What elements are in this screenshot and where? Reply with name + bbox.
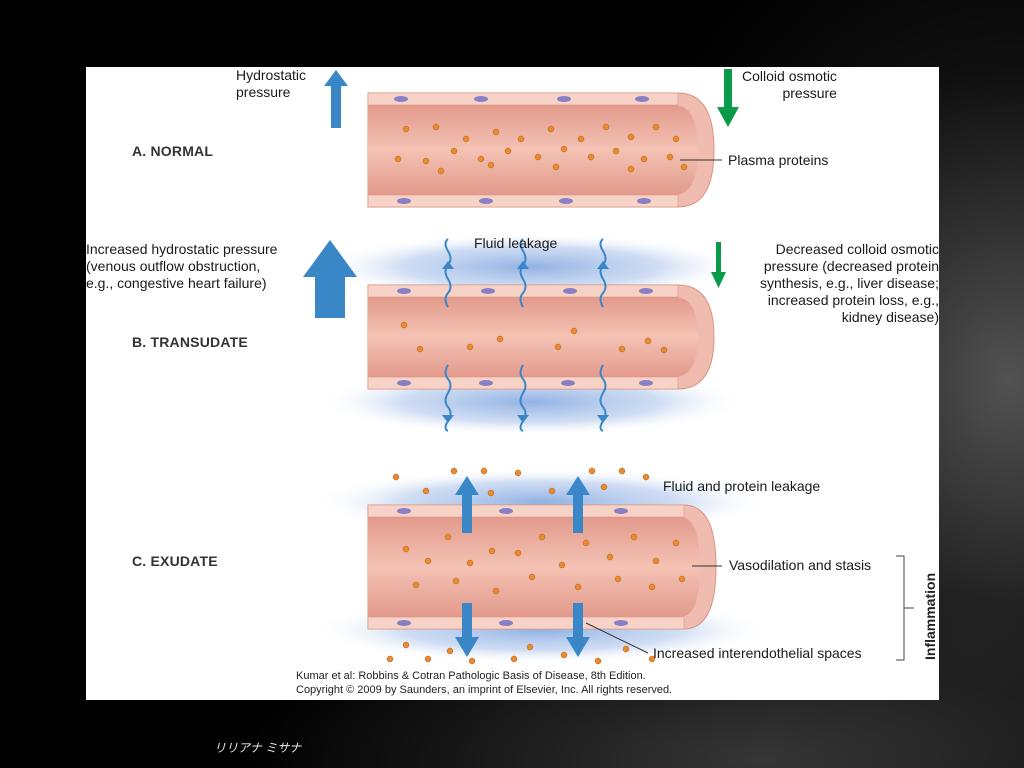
- vessel-transudate: [367, 284, 715, 390]
- hydrostatic-pressure-label: Hydrostatic pressure: [236, 67, 307, 100]
- plasma-protein-dots: [386, 123, 688, 665]
- fluid-protein-leakage-label: Fluid and protein leakage: [663, 478, 821, 494]
- decreased-colloid-arrow: [711, 242, 726, 288]
- increased-hydrostatic-arrow: [303, 240, 357, 318]
- panel-c-title: C. EXUDATE: [132, 553, 218, 569]
- edema-figure: Hydrostatic pressure Colloid osmotic pre…: [86, 67, 939, 700]
- fluid-leakage-arrowheads: [442, 261, 609, 423]
- endothelial-nuclei: [394, 96, 653, 626]
- leader-lines: [585, 159, 722, 654]
- decreased-colloid-label: Decreased colloid osmotic pressure (decr…: [760, 241, 939, 325]
- plasma-proteins-label: Plasma proteins: [728, 152, 829, 168]
- vessel-exudate: [367, 504, 717, 630]
- colloid-osmotic-arrow: [717, 69, 739, 127]
- footer-note: リリアナ ミサナ: [214, 741, 302, 755]
- inflammation-bracket: [896, 555, 914, 661]
- fluid-leakage-arrows: [444, 238, 607, 432]
- inflammation-label: Inflammation: [922, 572, 938, 660]
- exudate-leak-arrows: [455, 476, 590, 657]
- vessel-diagram-svg: [303, 69, 914, 665]
- fluid-leakage-label: Fluid leakage: [474, 235, 558, 251]
- colloid-osmotic-pressure-label: Colloid osmotic pressure: [742, 68, 837, 101]
- vessel-normal: [367, 92, 715, 208]
- credit-copyright: Copyright © 2009 by Saunders, an imprint…: [296, 684, 673, 696]
- panel-a-title: A. NORMAL: [132, 143, 214, 159]
- increased-hydrostatic-label: Increased hydrostatic pressure (venous o…: [86, 241, 278, 291]
- vasodilation-stasis-label: Vasodilation and stasis: [729, 557, 872, 573]
- transudate-halo-top: [316, 233, 746, 301]
- hydrostatic-pressure-arrow: [324, 70, 348, 128]
- panel-b-title: B. TRANSUDATE: [132, 334, 248, 350]
- credit-citation: Kumar et al: Robbins & Cotran Pathologic…: [296, 670, 646, 682]
- interendothelial-spaces-label: Increased interendothelial spaces: [653, 645, 862, 661]
